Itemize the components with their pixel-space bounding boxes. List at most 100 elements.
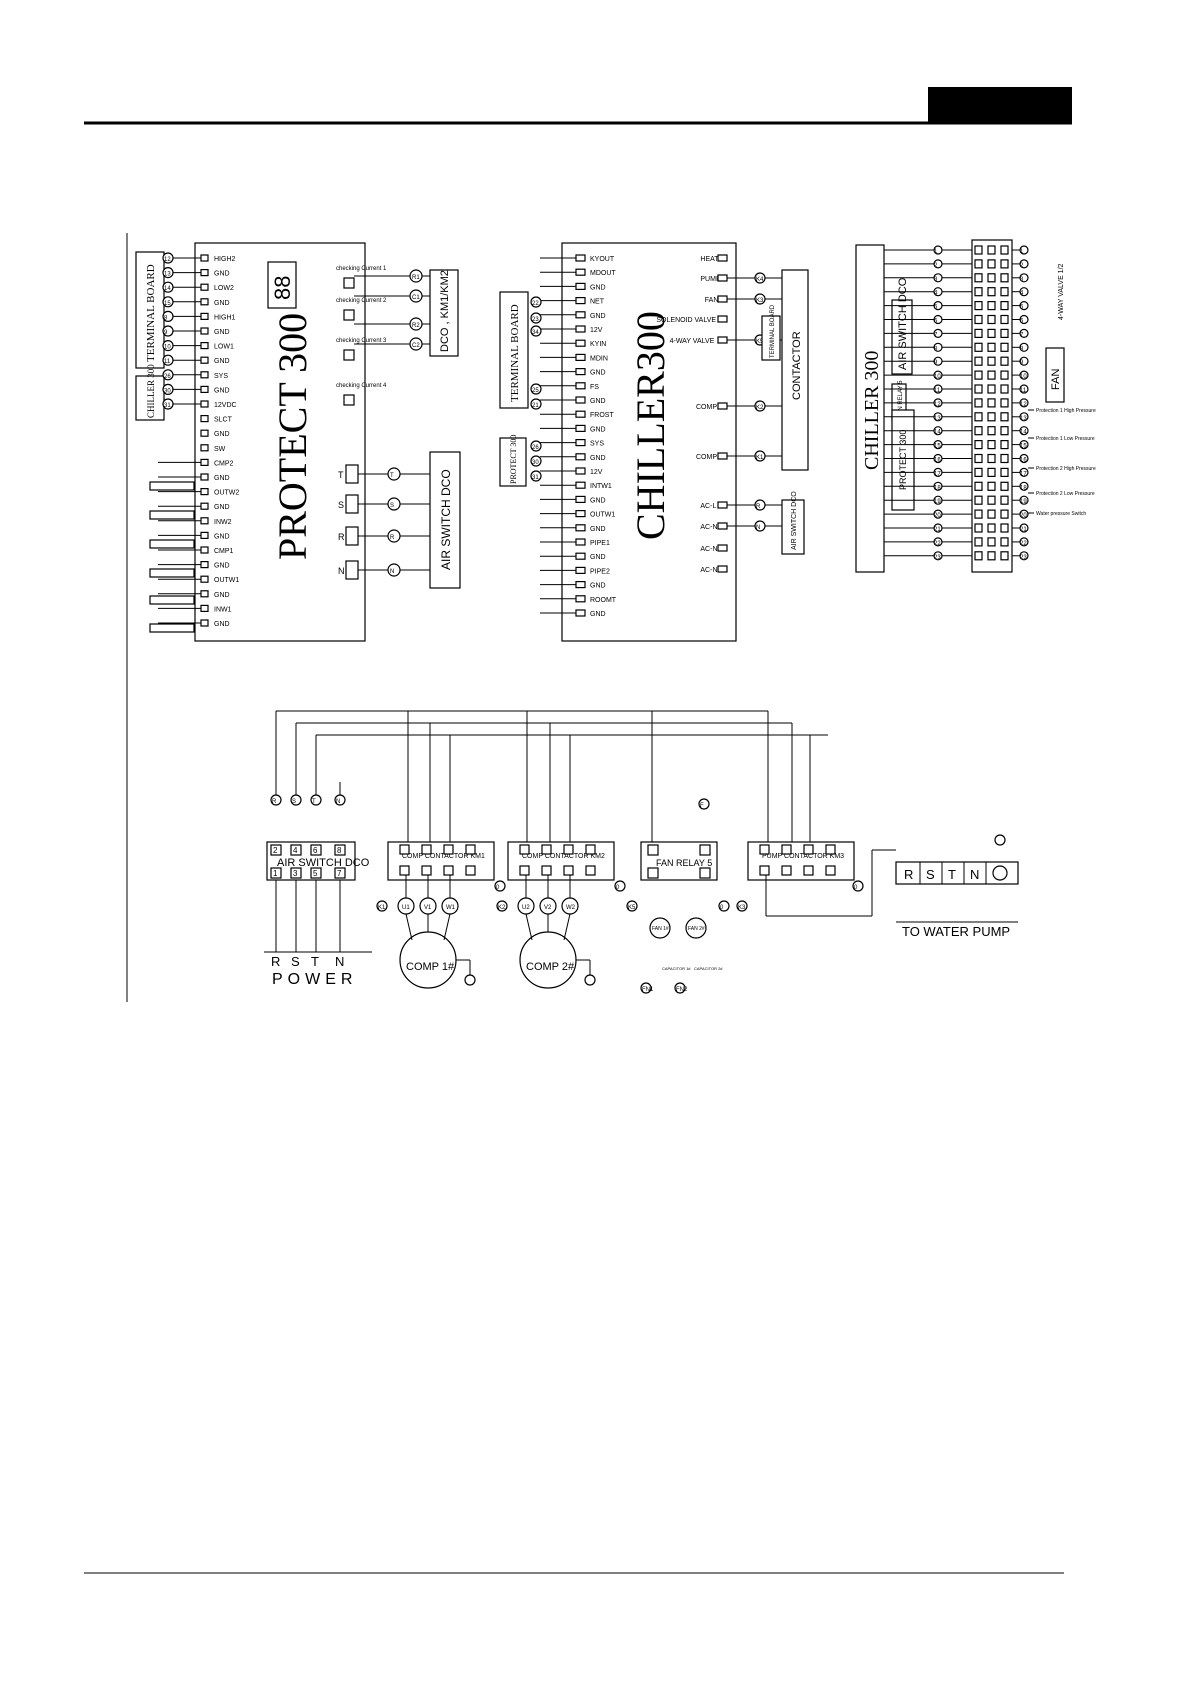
- checking-current-label: checking Current 1: [336, 266, 387, 272]
- fan-relay-feed-node-label: F: [700, 803, 704, 809]
- right-strip-cell: [1000, 301, 1009, 311]
- power-bottom-terminal: [270, 867, 282, 879]
- chiller300-left-pin: [575, 453, 586, 461]
- power-input-label: S: [291, 954, 300, 969]
- power-bus-node: [270, 794, 282, 806]
- right-strip-cell: [1000, 453, 1009, 464]
- comp2-top-terminal: [541, 844, 552, 855]
- chiller300-terminal-board: [499, 291, 529, 409]
- chiller300-right-pin: [717, 501, 728, 509]
- comp1-bottom-terminal: [399, 865, 410, 876]
- chiller300-left-pin: [575, 368, 586, 376]
- protect300-pin-label: SLCT: [214, 417, 233, 424]
- power-top-terminal: [270, 844, 282, 856]
- protect300-wire-node-label: 10: [164, 345, 171, 351]
- chiller300-left-node-label: 31: [532, 475, 539, 481]
- protect300-pin: [200, 604, 209, 613]
- right-strip-cell: [987, 259, 996, 269]
- right-strip-cell: [1000, 523, 1009, 533]
- pump-bottom-terminal: [759, 865, 770, 876]
- protect300-wire-node-label: 30: [164, 388, 171, 394]
- protect300-wire-node-label: 13: [164, 272, 171, 278]
- chiller300-left-node: [530, 470, 542, 482]
- right-strip-cell: [974, 384, 983, 394]
- fan-bottom-node-label: FN1: [642, 987, 654, 993]
- comp2-motor-terminal-label: U2: [522, 905, 530, 911]
- right-strip-cell: [1000, 245, 1009, 255]
- right-node-label: 15: [1020, 444, 1027, 450]
- right-node-label: 8: [1020, 346, 1024, 352]
- protect300-pin-label: GND: [214, 358, 230, 365]
- chiller300-left-pin: [575, 311, 586, 319]
- comp1-bottom-terminal: [443, 865, 454, 876]
- right-strip-cell: [987, 314, 996, 325]
- protect300-pin: [200, 444, 209, 452]
- sensor-box: [149, 623, 195, 633]
- comp1-motor-terminal-label: W1: [446, 905, 456, 911]
- protect300-wire-node: [162, 296, 174, 308]
- protect300-display-digits: 88: [270, 276, 295, 300]
- water-pump-terminal-label: S: [926, 867, 935, 882]
- right-left-node-label: 20: [934, 513, 941, 519]
- comp2-top-terminal: [585, 844, 596, 855]
- right-left-node-label: 22: [934, 541, 941, 547]
- water-pump-ground-icon: [992, 865, 1008, 881]
- power-top-terminal-label: 6: [313, 846, 318, 855]
- water-pump-terminal-label: N: [970, 867, 979, 882]
- right-air-switch-label: AIR SWITCH DCO: [897, 277, 909, 370]
- right-left-node-label: 12: [934, 402, 941, 408]
- chiller300-contactor-label: CONTACTOR: [791, 331, 803, 400]
- protect300-wire-node-label: 31: [164, 403, 171, 409]
- right-strip-cell: [1000, 287, 1009, 297]
- chiller300-right-pin-label: AC-N: [700, 524, 717, 531]
- right-note: Protection 1 Low Pressure: [1036, 436, 1095, 442]
- pump-neutral-node-label: 0: [854, 885, 858, 891]
- right-node-label: 10: [1020, 374, 1027, 380]
- right-strip-cell: [987, 523, 996, 533]
- protect300-wire-node-label: 14: [164, 286, 171, 292]
- chiller300-left-pin-label: FS: [590, 384, 599, 391]
- protect300-right-node-label: R1: [412, 275, 420, 281]
- chiller300-title: CHILLER300: [628, 311, 673, 540]
- chiller300-left-pin-label: PIPE2: [590, 568, 610, 575]
- right-protect-label: PROTECT 300: [898, 430, 908, 490]
- right-strip-cell: [974, 523, 983, 533]
- right-node: [1019, 412, 1029, 422]
- right-strip-cell: [987, 384, 996, 394]
- chiller300-left-pin-label: GND: [590, 583, 606, 590]
- chiller300-right-pin-label: PUMP: [700, 276, 721, 283]
- chiller300-left-pin: [575, 538, 586, 546]
- right-strip-cell: [1000, 467, 1009, 477]
- right-node: [1019, 370, 1029, 380]
- chiller300-left-pin: [575, 552, 586, 560]
- protect300-pin: [200, 502, 209, 510]
- chiller300-left-pin: [575, 580, 586, 589]
- chiller300-right-pin: [717, 295, 728, 303]
- chiller300-left-node: [530, 455, 542, 467]
- chiller300-left-pin: [575, 524, 586, 532]
- protect300-pin: [200, 415, 209, 423]
- right-left-node-label: 4: [934, 291, 938, 297]
- protect300-pin: [200, 283, 209, 291]
- protect300-pin: [200, 356, 209, 364]
- comp2-ground-icon: [584, 974, 596, 986]
- right-node-label: 17: [1020, 471, 1027, 477]
- right-strip-cell: [1000, 426, 1009, 436]
- protect300-pin: [200, 560, 209, 569]
- right-node-label: 1: [1020, 249, 1024, 255]
- right-fan-label: FAN: [1050, 369, 1062, 390]
- fan-bottom-node: [640, 982, 652, 994]
- power-bus-node-label: S: [292, 799, 296, 805]
- protect300-pin-label: HIGH2: [214, 256, 236, 263]
- chiller300-left-pin-label: GND: [590, 455, 606, 462]
- comp1-bottom-terminal: [465, 865, 476, 876]
- power-bottom-terminal: [334, 867, 346, 879]
- chiller300-protect-box: [499, 437, 527, 487]
- protect300-pin: [200, 342, 209, 350]
- chiller300-right-pin: [717, 565, 728, 573]
- comp1-motor: [399, 931, 457, 989]
- right-strip-cell: [974, 467, 983, 477]
- protect300-wire-node: [162, 252, 174, 264]
